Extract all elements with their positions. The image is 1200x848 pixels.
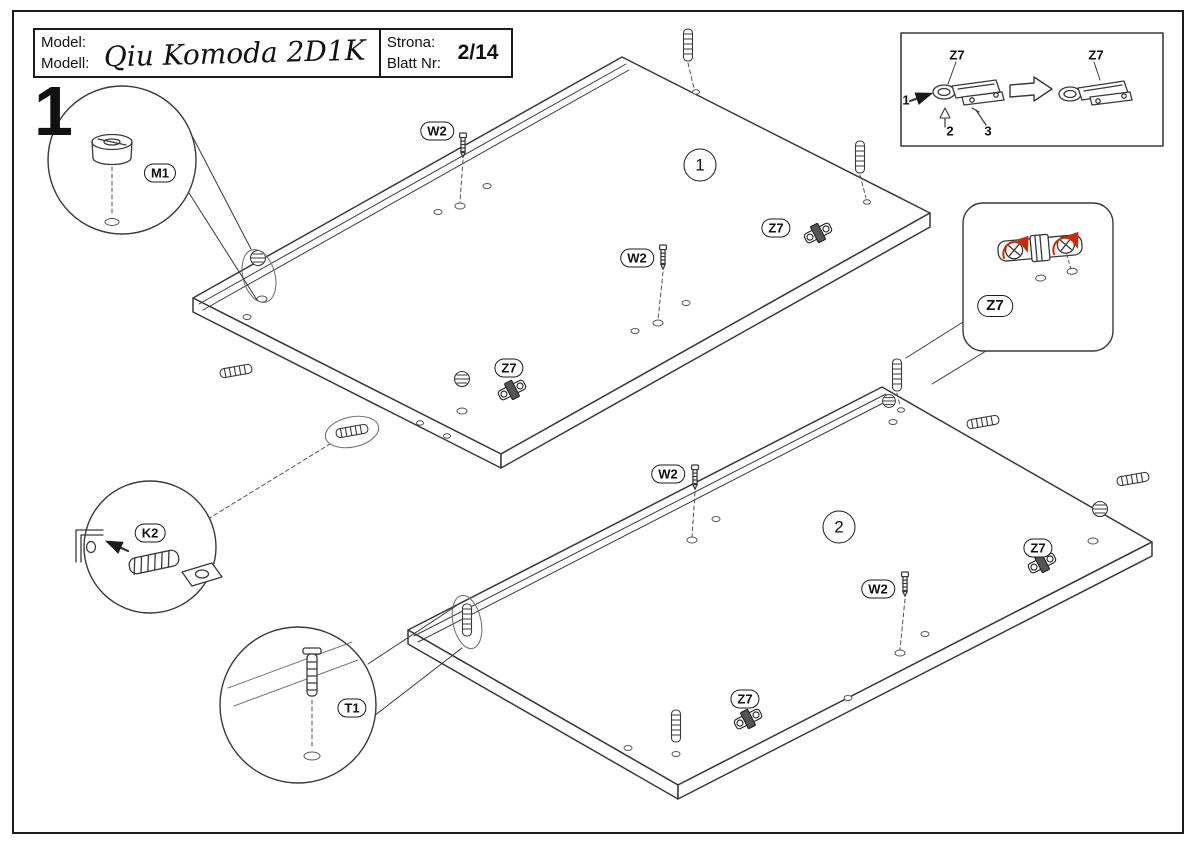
model-label-pl: Model: (41, 34, 87, 51)
panel-number-1: 1 (683, 148, 717, 182)
z7-detail-bubble (905, 202, 1114, 385)
model-label-de: Modell: (41, 55, 90, 72)
model-name: Qiu Komoda 2D1K (103, 33, 367, 73)
callout-z7: Z7 (730, 689, 760, 709)
panel-1-board (192, 28, 931, 469)
cam-lock-icon (453, 370, 471, 388)
w2-screws-panel2 (690, 464, 910, 651)
step-number: 1 (34, 72, 73, 150)
t1-detail-circle (219, 605, 463, 784)
panel-2-board (407, 358, 1153, 800)
page-labels: Strona: Blatt Nr: (378, 30, 445, 76)
rotate-arrow-icon (1052, 231, 1079, 255)
panel-2-holes (623, 407, 1099, 757)
callout-w2: W2 (620, 248, 654, 268)
dowel-icon (334, 423, 370, 439)
k2-dowel-icon (128, 549, 180, 576)
callout-t1: T1 (337, 698, 367, 718)
page-label-pl: Strona: (386, 34, 436, 51)
page-label-de: Blatt Nr: (386, 55, 441, 72)
page-border (12, 10, 1184, 834)
hinge-step-1: 1 (902, 92, 910, 108)
hinge-step-2: 2 (946, 123, 954, 139)
callout-z7: Z7 (494, 358, 524, 378)
callout-k2: K2 (134, 523, 166, 543)
panel-1-holes (242, 89, 871, 439)
dowel-icon (218, 363, 254, 379)
page-number: 2/14 (457, 41, 499, 64)
callout-z7: Z7 (1023, 538, 1053, 558)
dowel-icon (670, 709, 682, 743)
hinge-assembly-box (900, 32, 1164, 147)
t1-dowel-icon (461, 603, 473, 637)
hinge-right-part-label: Z7 (1088, 47, 1104, 63)
callout-w2: W2 (861, 579, 895, 599)
dowel-icon (891, 358, 903, 392)
dowel-icon (965, 414, 1001, 430)
hinge-step-3: 3 (984, 123, 992, 139)
rotate-arrow-icon (1002, 235, 1029, 259)
hinge-left-part-label: Z7 (949, 47, 965, 63)
callout-z7: Z7 (761, 218, 791, 238)
cam-lock-icon (1091, 500, 1109, 518)
m1-detail-circle (47, 85, 258, 301)
callout-z7-detail: Z7 (977, 295, 1013, 317)
callout-w2: W2 (651, 464, 685, 484)
cam-lock-icon (882, 394, 896, 408)
k2-detail-circle (75, 443, 331, 614)
callout-w2: W2 (420, 121, 454, 141)
w2-screws-panel1 (458, 132, 668, 321)
panel-number-2: 2 (822, 510, 856, 544)
dowel-icon (682, 28, 694, 62)
dowel-icon (854, 140, 866, 174)
model-labels: Model: Modell: (35, 30, 91, 76)
dowel-icon (1115, 471, 1151, 487)
title-block: Model: Modell: Qiu Komoda 2D1K Strona: B… (33, 28, 513, 78)
callout-m1: M1 (143, 163, 177, 183)
